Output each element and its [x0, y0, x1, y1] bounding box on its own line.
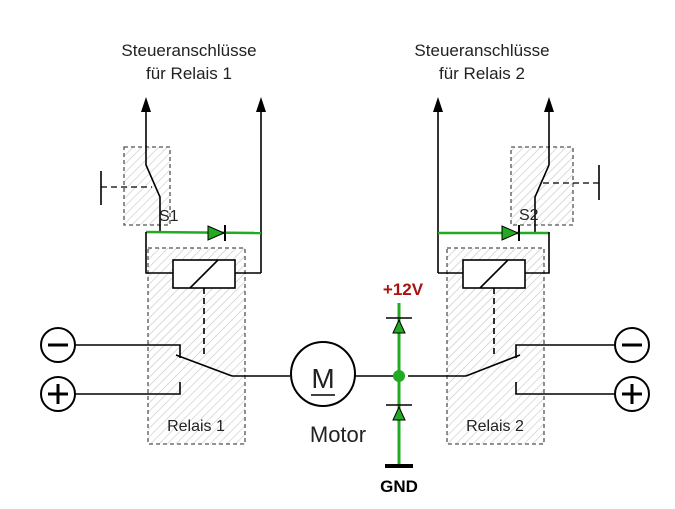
switch-1-box [123, 146, 171, 226]
diode-icon [392, 405, 406, 421]
control-label-left-line1: Steueranschlüsse [121, 41, 256, 60]
motor-label: Motor [310, 422, 366, 447]
diode-icon [207, 225, 226, 241]
motor-icon [290, 341, 356, 407]
supply-label: +12V [383, 280, 424, 299]
ground-label: GND [380, 477, 418, 496]
motor-group [290, 341, 399, 407]
switch-2-label: S2 [519, 207, 539, 224]
motor-symbol: M [311, 363, 334, 394]
relay-1-coil [172, 259, 236, 289]
diode-icon [501, 225, 520, 241]
switch-2-box [510, 146, 574, 226]
relay-1-label: Relais 1 [167, 418, 225, 435]
supply-line-group [385, 303, 413, 468]
relay-2-group [408, 97, 650, 445]
control-label-right-line1: Steueranschlüsse [414, 41, 549, 60]
control-arrow-icon [544, 97, 554, 112]
relay-2-label: Relais 2 [466, 418, 524, 435]
junction-dot [393, 370, 405, 382]
control-arrow-icon [256, 97, 266, 112]
diode-icon [392, 318, 406, 334]
control-label-left-line2: für Relais 1 [146, 64, 232, 83]
control-arrow-icon [141, 97, 151, 112]
relay-1-group [40, 97, 290, 445]
control-arrow-icon [433, 97, 443, 112]
switch-1-label: S1 [159, 208, 179, 225]
labels-group: Steueranschlüsse für Relais 1 Steueransc… [121, 41, 549, 496]
control-label-right-line2: für Relais 2 [439, 64, 525, 83]
